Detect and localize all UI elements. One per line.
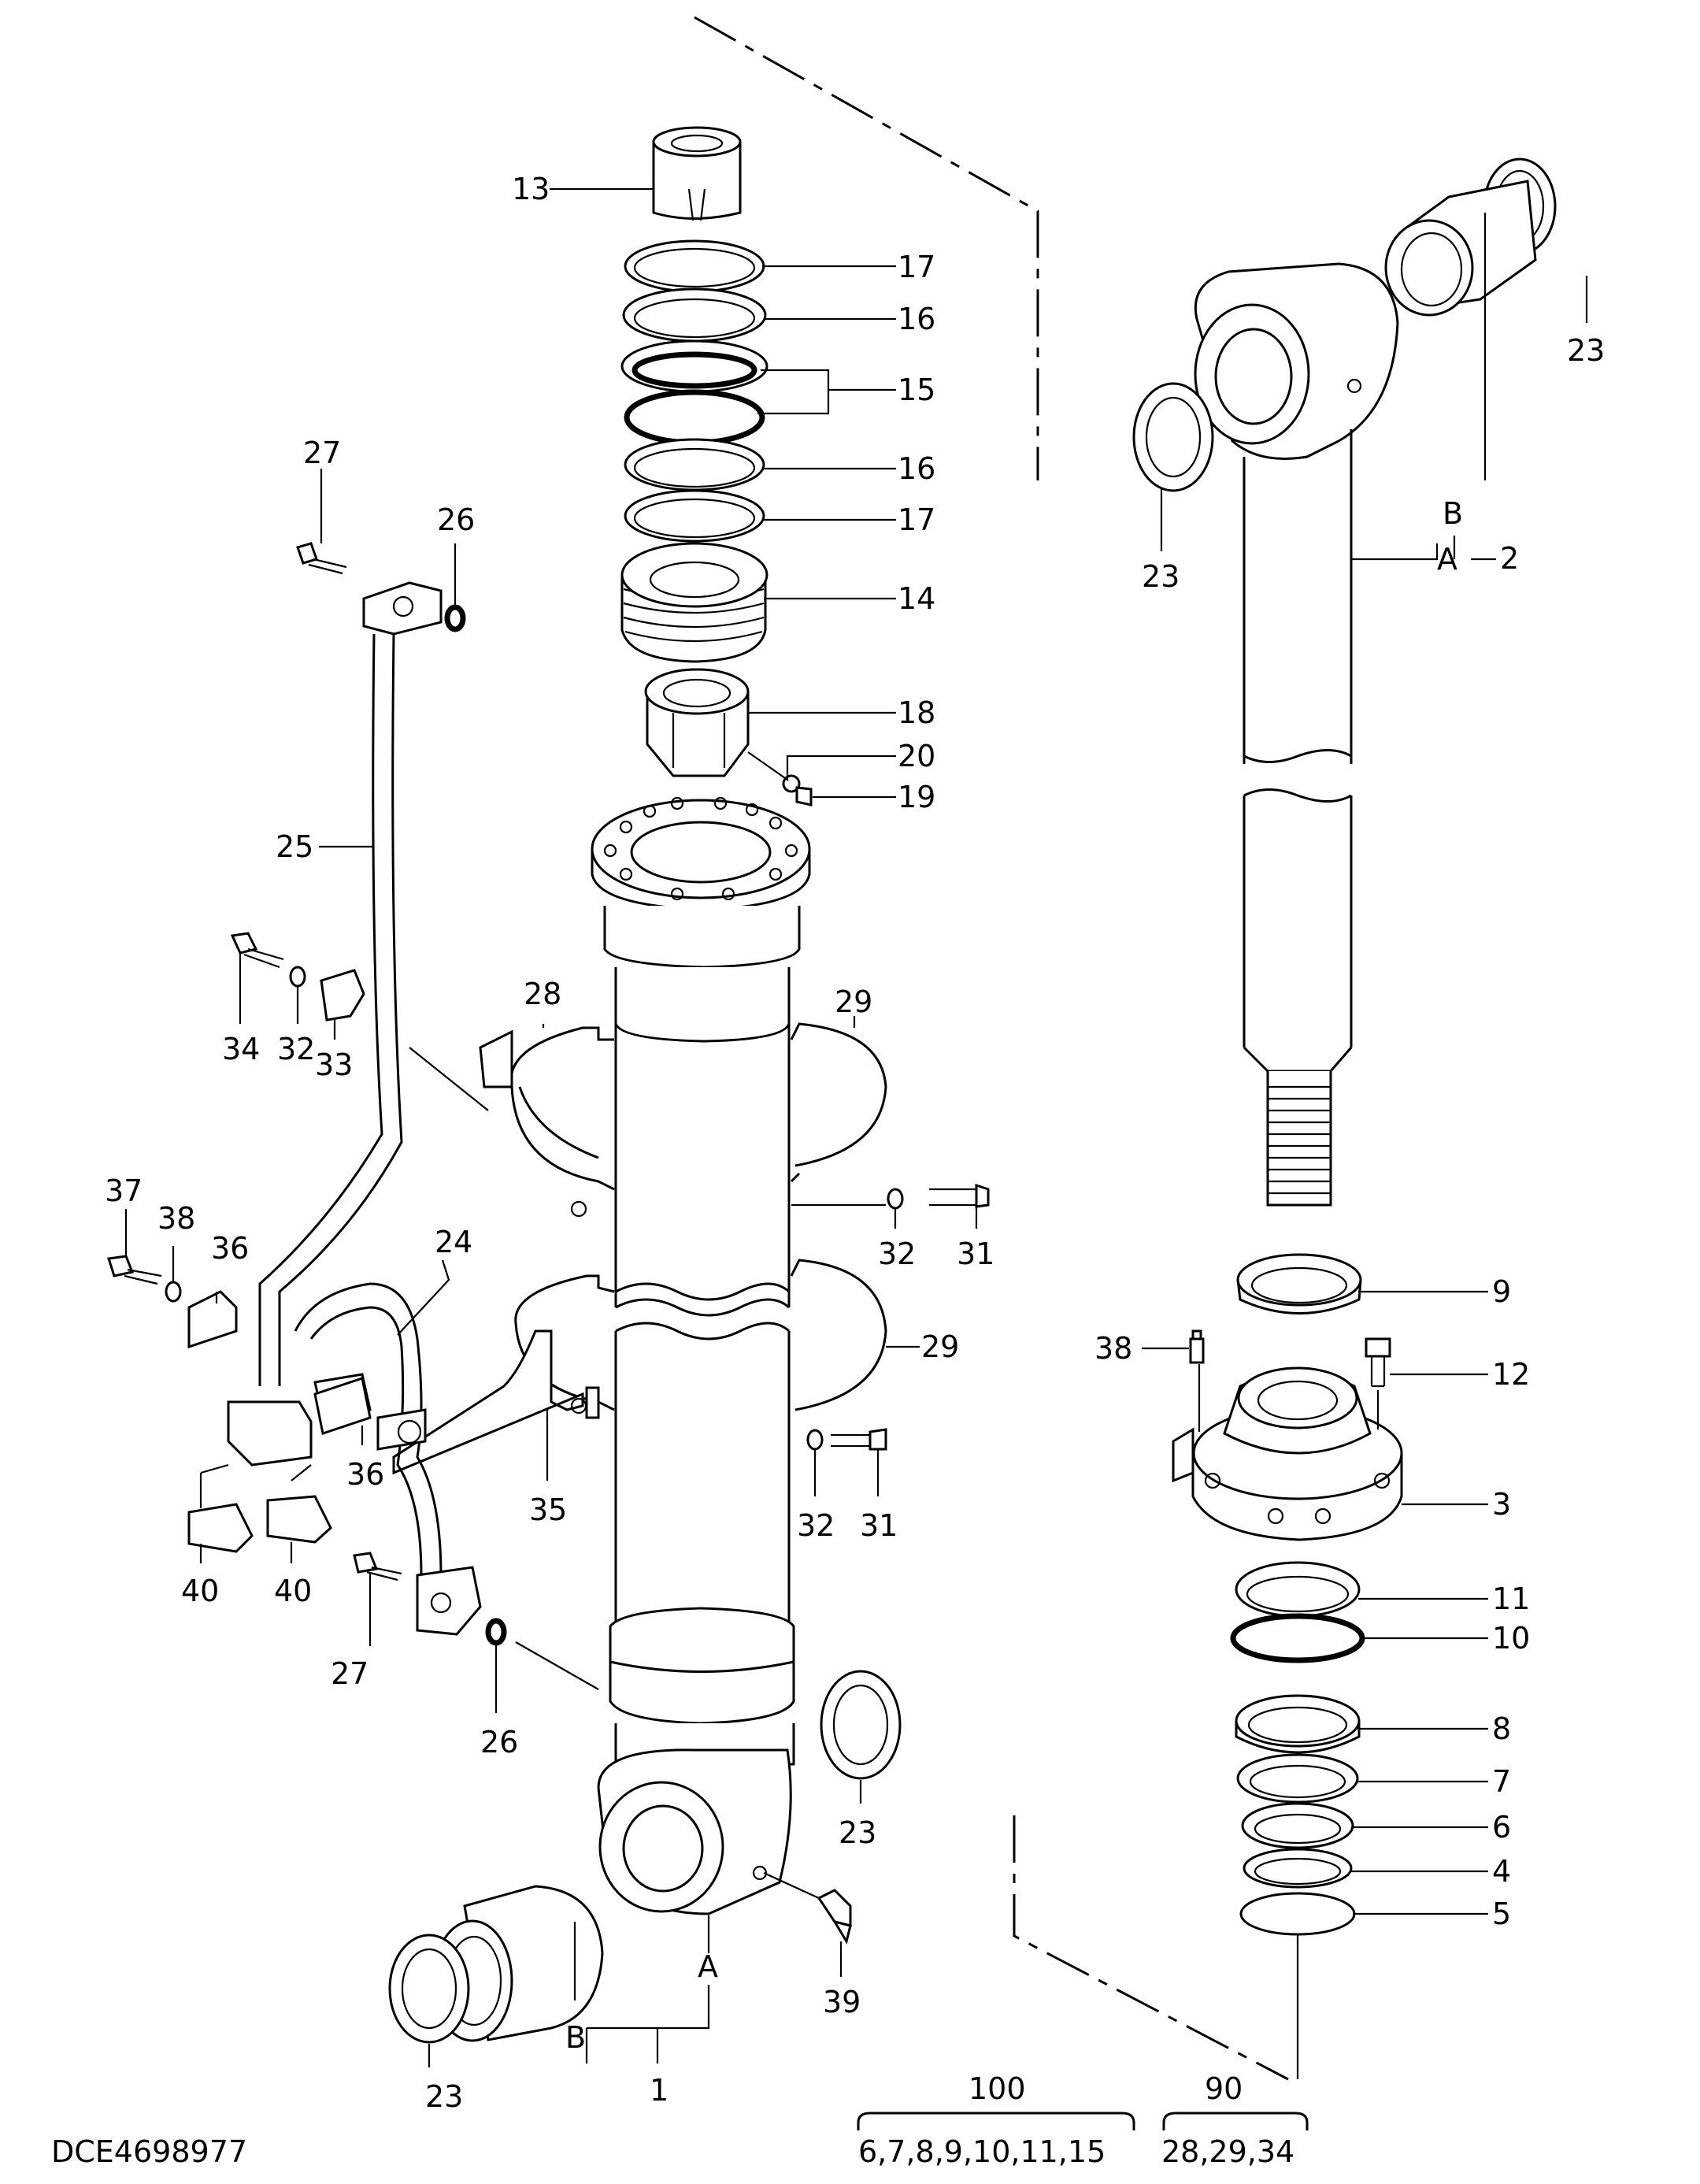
- kit-90-number: 90: [1205, 2071, 1243, 2106]
- callout-5: 5: [1492, 1897, 1511, 1931]
- callout-labels: 13 17 16 15 16 17 14 18 20 19 25 27 26 3…: [105, 172, 1605, 2114]
- callout-4: 4: [1492, 1854, 1511, 1889]
- callout-27-lower: 27: [331, 1656, 369, 1691]
- leader-lines: [124, 187, 1588, 2130]
- callout-24: 24: [435, 1225, 472, 1259]
- callout-18: 18: [898, 695, 935, 730]
- kit-90-contents: 28,29,34: [1161, 2134, 1294, 2169]
- drawing-id: DCE4698977: [51, 2134, 247, 2169]
- callout-6: 6: [1492, 1810, 1511, 1845]
- callout-12: 12: [1492, 1357, 1530, 1392]
- callout-13: 13: [512, 172, 550, 206]
- callout-28: 28: [524, 977, 561, 1011]
- callout-14: 14: [898, 581, 935, 616]
- callout-16: 16: [898, 302, 935, 336]
- callout-9: 9: [1492, 1274, 1511, 1309]
- lower-bushing: [388, 1670, 902, 2044]
- hydraulic-pipes: [107, 542, 990, 1945]
- callout-40-right: 40: [274, 1574, 312, 1608]
- callout-30-upper-right: 31: [957, 1237, 994, 1271]
- cylinder-tube-assembly: [591, 796, 811, 1915]
- callout-1: 1: [650, 2073, 669, 2108]
- callout-31-lower: 32: [797, 1508, 835, 1543]
- callout-33: 34: [222, 1032, 260, 1066]
- callout-10: 10: [1492, 1621, 1530, 1656]
- callout-2: 2: [1500, 541, 1519, 576]
- callout-26-lower: 26: [480, 1725, 518, 1759]
- kit-100-contents: 6,7,8,9,10,11,15: [858, 2134, 1106, 2169]
- assembly-dash-lines: [694, 16, 1289, 2081]
- ref-letter-a-tube: A: [698, 1949, 718, 1984]
- callout-35-lower: 36: [346, 1457, 384, 1492]
- piston-parts: [1172, 1253, 1403, 1936]
- piston-rod-assembly: [1132, 158, 1557, 1207]
- kit-100-number: 100: [969, 2071, 1026, 2106]
- kit-labels: 100 6,7,8,9,10,11,15 90 28,29,34: [858, 2071, 1294, 2169]
- callout-31-upper-right: 32: [878, 1237, 916, 1271]
- callout-26: 26: [437, 502, 475, 537]
- callout-29: 29: [835, 984, 872, 1019]
- callout-37: 38: [157, 1201, 195, 1236]
- callout-23-bottom-left: 23: [425, 2079, 463, 2114]
- callout-17-lower: 17: [898, 502, 935, 537]
- callout-34: 35: [529, 1492, 567, 1527]
- callout-29-lower: 29: [921, 1329, 959, 1364]
- callout-35: 36: [211, 1231, 249, 1266]
- callout-17: 17: [898, 250, 935, 284]
- callout-23-bottom-right-seal: 23: [839, 1815, 876, 1850]
- callout-40: 40: [181, 1574, 219, 1608]
- callout-23-top-right: 23: [1567, 333, 1605, 368]
- callout-8: 8: [1492, 1711, 1511, 1746]
- callout-38: 38: [1094, 1331, 1132, 1366]
- callout-39: 39: [823, 1985, 861, 2019]
- ref-letter-a-rod: A: [1437, 542, 1457, 577]
- clamp-bands: [392, 1022, 887, 1475]
- gland-seal-stack: [620, 126, 813, 806]
- callout-31: 32: [277, 1032, 315, 1066]
- callout-20: 20: [898, 739, 935, 773]
- callout-15: 15: [898, 373, 935, 407]
- callout-36: 37: [105, 1174, 143, 1208]
- callout-16-lower: 16: [898, 451, 935, 486]
- callout-7: 7: [1492, 1764, 1511, 1799]
- callout-30-lower: 31: [860, 1508, 898, 1543]
- callout-3: 3: [1492, 1487, 1511, 1522]
- callout-25: 25: [276, 829, 313, 864]
- callout-27: 27: [303, 436, 341, 470]
- callout-32: 33: [315, 1048, 353, 1082]
- callout-19: 19: [898, 780, 935, 814]
- callout-23-rod-left: 23: [1142, 559, 1180, 594]
- callout-11: 11: [1492, 1581, 1530, 1616]
- ref-letter-b-tube: B: [565, 2020, 586, 2055]
- ref-letter-b-rod: B: [1443, 496, 1463, 531]
